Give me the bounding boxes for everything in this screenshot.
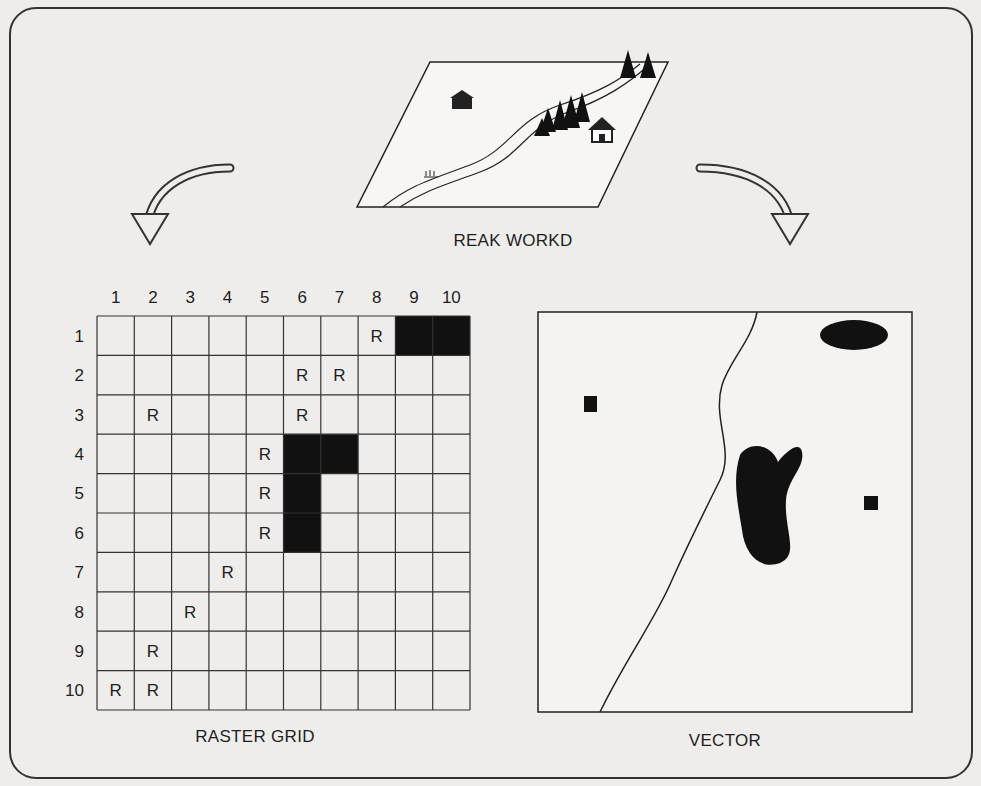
row-number: 7: [75, 564, 84, 581]
raster-cell-value: R: [147, 682, 159, 699]
column-number: 3: [186, 289, 195, 306]
row-number: 8: [75, 603, 84, 620]
raster-cell-value: R: [110, 682, 122, 699]
row-number: 5: [75, 485, 84, 502]
row-number: 2: [75, 367, 84, 384]
row-number: 4: [75, 445, 84, 462]
column-number: 10: [442, 289, 461, 306]
row-number: 6: [75, 524, 84, 541]
row-number: 3: [75, 406, 84, 423]
raster-cell-value: R: [259, 445, 271, 462]
row-number: 10: [65, 682, 84, 699]
column-number: 1: [111, 289, 120, 306]
column-number: 9: [409, 289, 418, 306]
grid-line: [358, 316, 359, 710]
row-number: 9: [75, 642, 84, 659]
grid-line: [432, 316, 433, 710]
raster-cell-value: R: [259, 524, 271, 541]
raster-cell-value: R: [259, 485, 271, 502]
grid-line: [97, 709, 470, 710]
grid-line: [320, 316, 321, 710]
raster-cell-value: R: [147, 406, 159, 423]
raster-cell-value: R: [221, 564, 233, 581]
grid-line: [97, 591, 470, 592]
column-number: 2: [148, 289, 157, 306]
column-number: 6: [297, 289, 306, 306]
grid-line: [97, 670, 470, 671]
column-number: 8: [372, 289, 381, 306]
column-number: 4: [223, 289, 232, 306]
row-number: 1: [75, 327, 84, 344]
grid-line: [97, 552, 470, 553]
panel-caption: RASTER GRID: [195, 728, 314, 745]
raster-cell-value: R: [333, 367, 345, 384]
map-caption: REAK WORKD: [453, 232, 572, 249]
column-number: 5: [260, 289, 269, 306]
grid-line: [97, 631, 470, 632]
grid-line: [97, 512, 470, 513]
raster-cell-value: R: [147, 642, 159, 659]
panel-caption: VECTOR: [689, 732, 761, 749]
raster-cell-value: R: [296, 406, 308, 423]
grid-line: [395, 316, 396, 710]
raster-cell-value: R: [184, 603, 196, 620]
column-number: 7: [335, 289, 344, 306]
raster-cell-value: R: [296, 367, 308, 384]
raster-cell-value: R: [371, 327, 383, 344]
grid-line: [469, 316, 470, 710]
